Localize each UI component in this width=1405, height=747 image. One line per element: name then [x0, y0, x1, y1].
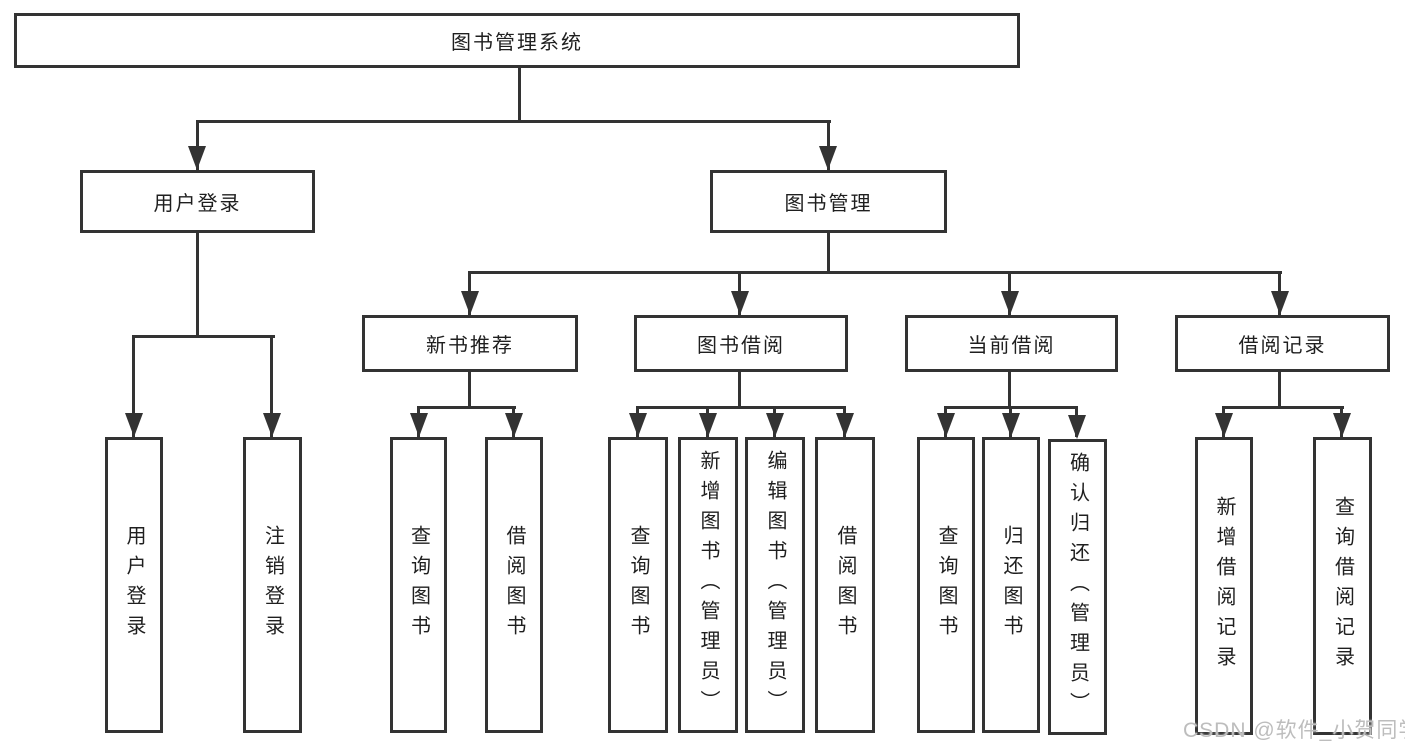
connector-line: [196, 233, 199, 338]
node-label: 图书管理: [784, 193, 873, 215]
arrow-down-icon: [410, 413, 428, 437]
leaf-query-books-1: 查询图书: [390, 437, 447, 733]
arrow-down-icon: [1001, 291, 1019, 315]
node-label: 查询图书: [407, 525, 430, 645]
connector-line: [1008, 370, 1011, 407]
node-book-management: 图书管理: [710, 170, 947, 233]
connector-line: [468, 370, 471, 407]
connector-line: [738, 370, 741, 407]
node-label: 借阅图书: [503, 525, 525, 645]
arrow-down-icon: [1068, 415, 1086, 439]
node-label: 查询图书: [935, 525, 957, 645]
node-label: 查询图书: [627, 525, 649, 645]
arrow-down-icon: [1333, 413, 1351, 437]
arrow-down-icon: [836, 413, 854, 437]
connector-line: [196, 120, 831, 123]
node-root: 图书管理系统: [14, 13, 1020, 68]
arrow-down-icon: [731, 291, 749, 315]
leaf-borrow-books-2: 借阅图书: [815, 437, 875, 733]
connector-line: [132, 335, 135, 437]
node-label: 新书推荐: [426, 335, 514, 357]
node-label: 新增借阅记录: [1213, 496, 1235, 676]
node-user-login: 用户登录: [80, 170, 315, 233]
arrow-down-icon: [461, 291, 479, 315]
arrow-down-icon: [1215, 413, 1233, 437]
arrow-down-icon: [766, 413, 784, 437]
connector-line: [827, 233, 830, 274]
connector-line: [468, 271, 1282, 274]
arrow-down-icon: [629, 413, 647, 437]
node-label: 借阅记录: [1238, 335, 1327, 357]
arrow-down-icon: [819, 146, 837, 170]
leaf-user-login: 用户登录: [105, 437, 163, 733]
arrow-down-icon: [505, 413, 523, 437]
arrow-down-icon: [263, 413, 281, 437]
node-label: 查询借阅记录: [1331, 496, 1354, 676]
watermark: CSDN @软件_小贺同学: [1183, 719, 1405, 742]
connector-line: [1222, 406, 1344, 409]
arrow-down-icon: [125, 413, 143, 437]
leaf-edit-book-admin: 编辑图书（管理员）: [745, 437, 805, 733]
connector-line: [636, 406, 846, 409]
node-label: 确认归还（管理员）: [1066, 452, 1089, 722]
connector-line: [518, 67, 521, 121]
leaf-add-borrow-record: 新增借阅记录: [1195, 437, 1253, 735]
leaf-borrow-books-1: 借阅图书: [485, 437, 543, 733]
node-label: 用户登录: [153, 193, 242, 215]
arrow-down-icon: [188, 146, 206, 170]
leaf-confirm-return-admin: 确认归还（管理员）: [1048, 439, 1107, 735]
node-current-borrow: 当前借阅: [905, 315, 1118, 372]
node-label: 注销登录: [261, 525, 284, 645]
connector-line: [1278, 370, 1281, 407]
leaf-add-book-admin: 新增图书（管理员）: [678, 437, 738, 733]
node-label: 用户登录: [123, 525, 145, 645]
node-borrow-record: 借阅记录: [1175, 315, 1390, 372]
arrow-down-icon: [699, 413, 717, 437]
leaf-return-books: 归还图书: [982, 437, 1040, 733]
connector-line: [270, 335, 273, 437]
connector-line: [417, 406, 516, 409]
node-label: 图书借阅: [697, 335, 785, 357]
arrow-down-icon: [937, 413, 955, 437]
arrow-down-icon: [1002, 413, 1020, 437]
node-label: 编辑图书（管理员）: [764, 450, 786, 720]
connector-line: [132, 335, 275, 338]
leaf-query-borrow-record: 查询借阅记录: [1313, 437, 1372, 735]
node-book-borrow: 图书借阅: [634, 315, 848, 372]
node-label: 图书管理系统: [451, 32, 583, 54]
connector-line: [827, 120, 830, 170]
leaf-logout: 注销登录: [243, 437, 302, 733]
node-label: 当前借阅: [967, 335, 1056, 357]
arrow-down-icon: [1271, 291, 1289, 315]
leaf-query-books-2: 查询图书: [608, 437, 668, 733]
node-label: 归还图书: [1000, 525, 1022, 645]
node-new-book-recommend: 新书推荐: [362, 315, 578, 372]
leaf-query-books-3: 查询图书: [917, 437, 975, 733]
node-label: 借阅图书: [834, 525, 856, 645]
connector-line: [196, 120, 199, 170]
node-label: 新增图书（管理员）: [697, 450, 719, 720]
